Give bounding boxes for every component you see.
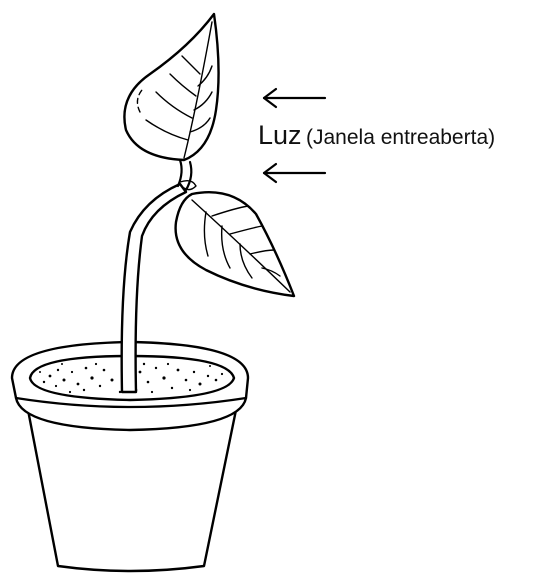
light-label-main: Luz — [258, 120, 302, 150]
lower-leaf — [176, 192, 294, 296]
upper-leaf — [124, 14, 218, 160]
light-label: Luz (Janela entreaberta) — [258, 122, 495, 149]
light-label-note: (Janela entreaberta) — [306, 126, 495, 149]
light-arrow-top — [264, 89, 325, 107]
light-arrow-bottom — [264, 164, 325, 182]
